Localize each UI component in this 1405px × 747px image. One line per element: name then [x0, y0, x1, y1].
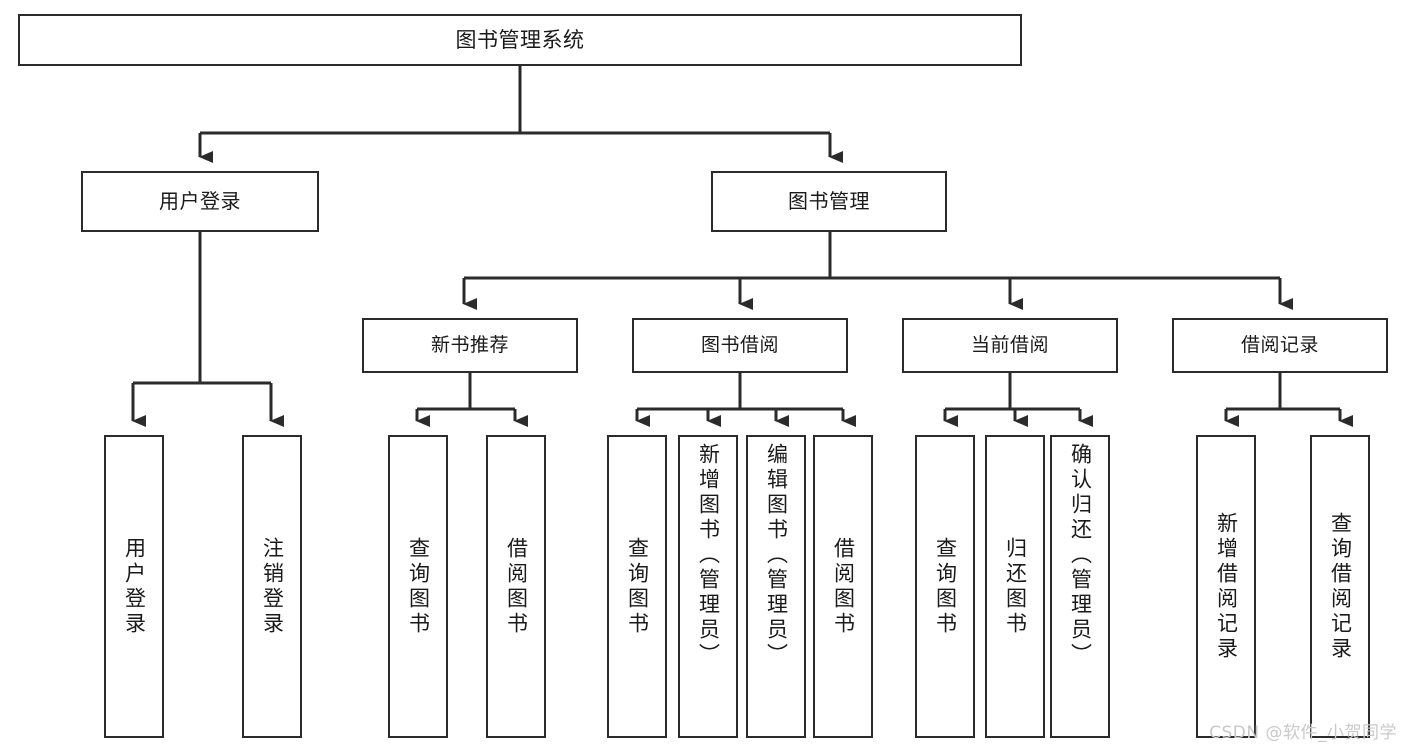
node-new-book-recommend[interactable]: 新书推荐: [362, 318, 578, 373]
node-current-borrow[interactable]: 当前借阅: [902, 318, 1118, 373]
node-book-borrow[interactable]: 图书借阅: [632, 318, 848, 373]
leaf-borrow-query-book-label: 查询图书: [625, 536, 650, 637]
leaf-borrow-borrow-book-label: 借阅图书: [831, 536, 856, 637]
leaf-borrow-edit-book-admin[interactable]: 编辑图书（管理员）: [746, 435, 806, 738]
leaf-borrow-edit-book-admin-label: 编辑图书（管理员）: [764, 443, 789, 668]
leaf-newrec-borrow-book[interactable]: 借阅图书: [486, 435, 546, 738]
leaf-hist-query-record-label: 查询借阅记录: [1328, 511, 1353, 662]
node-book-borrow-label: 图书借阅: [700, 334, 779, 357]
leaf-newrec-query-book-label: 查询图书: [406, 536, 431, 637]
watermark: CSDN @软件_小贺同学: [1209, 723, 1397, 743]
node-book-management[interactable]: 图书管理: [711, 171, 947, 232]
leaf-curr-query-book-label: 查询图书: [933, 536, 958, 637]
leaf-login-user-login[interactable]: 用户登录: [104, 435, 164, 738]
leaf-login-logout[interactable]: 注销登录: [242, 435, 302, 738]
leaf-hist-query-record[interactable]: 查询借阅记录: [1310, 435, 1370, 738]
leaf-borrow-borrow-book[interactable]: 借阅图书: [813, 435, 873, 738]
node-borrow-history[interactable]: 借阅记录: [1172, 318, 1388, 373]
node-root-label: 图书管理系统: [455, 27, 585, 52]
leaf-curr-confirm-return-admin[interactable]: 确认归还（管理员）: [1050, 435, 1110, 738]
leaf-borrow-add-book-admin[interactable]: 新增图书（管理员）: [678, 435, 738, 738]
leaf-hist-add-record[interactable]: 新增借阅记录: [1196, 435, 1256, 738]
leaf-newrec-query-book[interactable]: 查询图书: [388, 435, 448, 738]
leaf-login-logout-label: 注销登录: [260, 536, 285, 637]
leaf-curr-confirm-return-admin-label: 确认归还（管理员）: [1068, 443, 1093, 668]
node-root[interactable]: 图书管理系统: [18, 14, 1022, 66]
leaf-borrow-add-book-admin-label: 新增图书（管理员）: [696, 443, 721, 668]
leaf-curr-return-book-label: 归还图书: [1003, 536, 1028, 637]
leaf-curr-query-book[interactable]: 查询图书: [915, 435, 975, 738]
leaf-login-user-login-label: 用户登录: [122, 536, 147, 637]
node-user-login[interactable]: 用户登录: [81, 171, 319, 232]
node-current-borrow-label: 当前借阅: [970, 334, 1049, 357]
node-new-book-recommend-label: 新书推荐: [430, 334, 509, 357]
leaf-hist-add-record-label: 新增借阅记录: [1214, 511, 1239, 662]
leaf-borrow-query-book[interactable]: 查询图书: [607, 435, 667, 738]
leaf-newrec-borrow-book-label: 借阅图书: [504, 536, 529, 637]
node-user-login-label: 用户登录: [159, 188, 241, 213]
node-borrow-history-label: 借阅记录: [1240, 334, 1319, 357]
node-book-management-label: 图书管理: [788, 188, 870, 213]
leaf-curr-return-book[interactable]: 归还图书: [985, 435, 1045, 738]
